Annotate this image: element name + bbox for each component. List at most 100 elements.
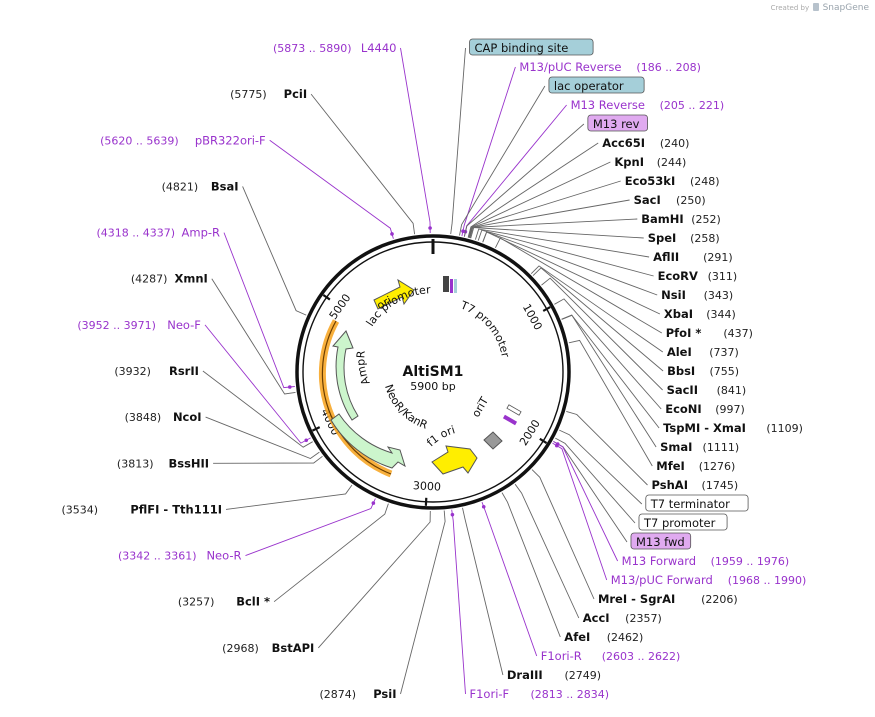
position-neo-r: (3342 .. 3361) xyxy=(118,550,197,563)
primer-site-neo-r xyxy=(371,501,376,505)
feature-box-m13-rev[interactable] xyxy=(587,114,648,132)
enzyme-psii[interactable]: PsiI xyxy=(373,687,396,701)
enzyme-kpni[interactable]: KpnI xyxy=(614,155,644,169)
snapgene-credit: Created by SnapGene xyxy=(771,3,869,13)
enzyme-acci[interactable]: AccI xyxy=(583,611,610,625)
primer-f1ori-f[interactable]: F1ori-F xyxy=(470,687,510,701)
feature-amp-r[interactable] xyxy=(332,330,359,421)
position-saci: (250) xyxy=(676,194,706,207)
position-pfoi: (437) xyxy=(723,327,753,340)
primer-neo-r[interactable]: Neo-R xyxy=(206,549,241,563)
enzyme-alei[interactable]: AleI xyxy=(667,345,692,359)
primer-l4440[interactable]: L4440 xyxy=(361,41,397,55)
feature-box-lac-operator[interactable] xyxy=(548,76,645,94)
leader-cap-binding-site xyxy=(450,47,466,235)
enzyme-xmni[interactable]: XmnI xyxy=(174,272,207,286)
primer-site-m13-puc-forward xyxy=(554,443,559,448)
primer-site-pbr322ori-f xyxy=(390,232,394,236)
leader-pfoi xyxy=(494,237,663,334)
leader-psii xyxy=(400,510,446,695)
feature-box-t7-promoter[interactable] xyxy=(638,513,728,531)
leader-acci xyxy=(514,483,580,619)
enzyme-mfei[interactable]: MfeI xyxy=(656,459,685,473)
primer-pbr322ori-f[interactable]: pBR322ori-F xyxy=(195,133,266,147)
enzyme-ecorv[interactable]: EcoRV xyxy=(658,269,698,283)
enzyme-sacii[interactable]: SacII xyxy=(667,383,698,397)
feature-ori[interactable] xyxy=(373,278,415,310)
feature-box-label-t7-promoter: T7 promoter xyxy=(643,516,716,530)
leader-mrei-sgrai xyxy=(531,469,595,600)
feature-box-m13-fwd[interactable] xyxy=(630,532,692,550)
enzyme-bbsi[interactable]: BbsI xyxy=(667,364,695,378)
enzyme-acc65i[interactable]: Acc65I xyxy=(602,136,645,150)
feature-box-t7-terminator[interactable] xyxy=(645,494,749,512)
enzyme-spei[interactable]: SpeI xyxy=(648,231,677,245)
leader-bsai xyxy=(242,186,307,316)
enzyme-draiii[interactable]: DraIII xyxy=(507,668,543,682)
enzyme-mrei-sgrai[interactable]: MreI - SgrAI xyxy=(598,592,675,606)
enzyme-pflfi-tth111i[interactable]: PflFI - Tth111I xyxy=(130,502,222,516)
enzyme-bcli[interactable]: BclI * xyxy=(236,595,270,609)
enzyme-econi[interactable]: EcoNI xyxy=(665,402,701,416)
feature-f1-ori[interactable] xyxy=(431,445,478,475)
tick-label-3000: 3000 xyxy=(413,479,442,493)
leader-t7-terminator xyxy=(559,429,643,505)
feature-box-label-cap-binding-site: CAP binding site xyxy=(475,41,569,55)
leader-alei xyxy=(530,265,664,353)
enzyme-smai[interactable]: SmaI xyxy=(660,440,692,454)
leader-m13-rev xyxy=(463,123,585,237)
position-ecorv: (311) xyxy=(708,270,738,283)
feature-box-cap-binding-site[interactable] xyxy=(469,38,594,56)
position-m13-puc-reverse: (186 .. 208) xyxy=(636,61,701,74)
tick-label-5000: 5000 xyxy=(327,292,354,322)
primer-m13-puc-reverse[interactable]: M13/pUC Reverse xyxy=(519,60,621,74)
snapgene-logo-icon xyxy=(813,3,820,11)
feature-m13rev-block xyxy=(450,279,453,293)
enzyme-tspmi-xmai[interactable]: TspMI - XmaI xyxy=(663,421,746,435)
position-econi: (997) xyxy=(715,403,745,416)
enzyme-ncoi[interactable]: NcoI xyxy=(173,410,202,424)
feature-ori-t[interactable] xyxy=(483,431,503,450)
position-acc65i: (240) xyxy=(660,137,690,150)
enzyme-nsii[interactable]: NsiI xyxy=(661,288,686,302)
enzyme-rsrii[interactable]: RsrII xyxy=(169,364,199,378)
enzyme-eco53ki[interactable]: Eco53kI xyxy=(625,174,676,188)
position-tspmi-xmai: (1109) xyxy=(766,422,803,435)
enzyme-pcii[interactable]: PciI xyxy=(284,87,307,101)
primer-m13-reverse[interactable]: M13 Reverse xyxy=(571,98,645,112)
primer-site-amp-r xyxy=(287,385,292,389)
enzyme-pshai[interactable]: PshAI xyxy=(652,478,688,492)
tick-2000 xyxy=(539,437,548,445)
enzyme-bsshii[interactable]: BssHII xyxy=(168,456,209,470)
leader-smai xyxy=(561,314,657,448)
position-aflii: (291) xyxy=(703,251,733,264)
primer-site-neo-f xyxy=(304,438,309,443)
position-m13-forward: (1959 .. 1976) xyxy=(711,555,790,568)
position-f1ori-r: (2603 .. 2622) xyxy=(602,650,681,663)
leader-pshai xyxy=(566,410,648,486)
leader-pbr322ori-f xyxy=(269,139,394,239)
enzyme-bstapi[interactable]: BstAPI xyxy=(272,641,315,655)
feature-box-label-lac-operator: lac operator xyxy=(554,79,624,93)
leader-f1ori-f xyxy=(451,509,466,695)
leader-neo-r xyxy=(245,498,376,557)
enzyme-xbai[interactable]: XbaI xyxy=(664,307,693,321)
feature-neo-kan-r[interactable] xyxy=(330,413,406,469)
enzyme-afei[interactable]: AfeI xyxy=(564,630,590,644)
leader-bbsi xyxy=(532,267,664,372)
enzyme-pfoi[interactable]: PfoI * xyxy=(666,326,702,340)
primer-m13-forward[interactable]: M13 Forward xyxy=(622,554,696,568)
primer-f1ori-r[interactable]: F1ori-R xyxy=(541,649,582,663)
primer-neo-f[interactable]: Neo-F xyxy=(167,318,201,332)
position-eco53ki: (248) xyxy=(690,175,720,188)
enzyme-bsai[interactable]: BsaI xyxy=(211,179,239,193)
position-bsshii: (3813) xyxy=(117,457,154,470)
primer-amp-r[interactable]: Amp-R xyxy=(182,226,221,240)
leader-xmni xyxy=(211,278,296,395)
enzyme-aflii[interactable]: AflII xyxy=(653,250,679,264)
primer-m13-puc-forward[interactable]: M13/pUC Forward xyxy=(611,573,713,587)
enzyme-bamhi[interactable]: BamHI xyxy=(641,212,683,226)
tick-label-1000: 1000 xyxy=(520,302,545,333)
enzyme-saci[interactable]: SacI xyxy=(634,193,661,207)
primer-site-l4440 xyxy=(428,226,432,230)
